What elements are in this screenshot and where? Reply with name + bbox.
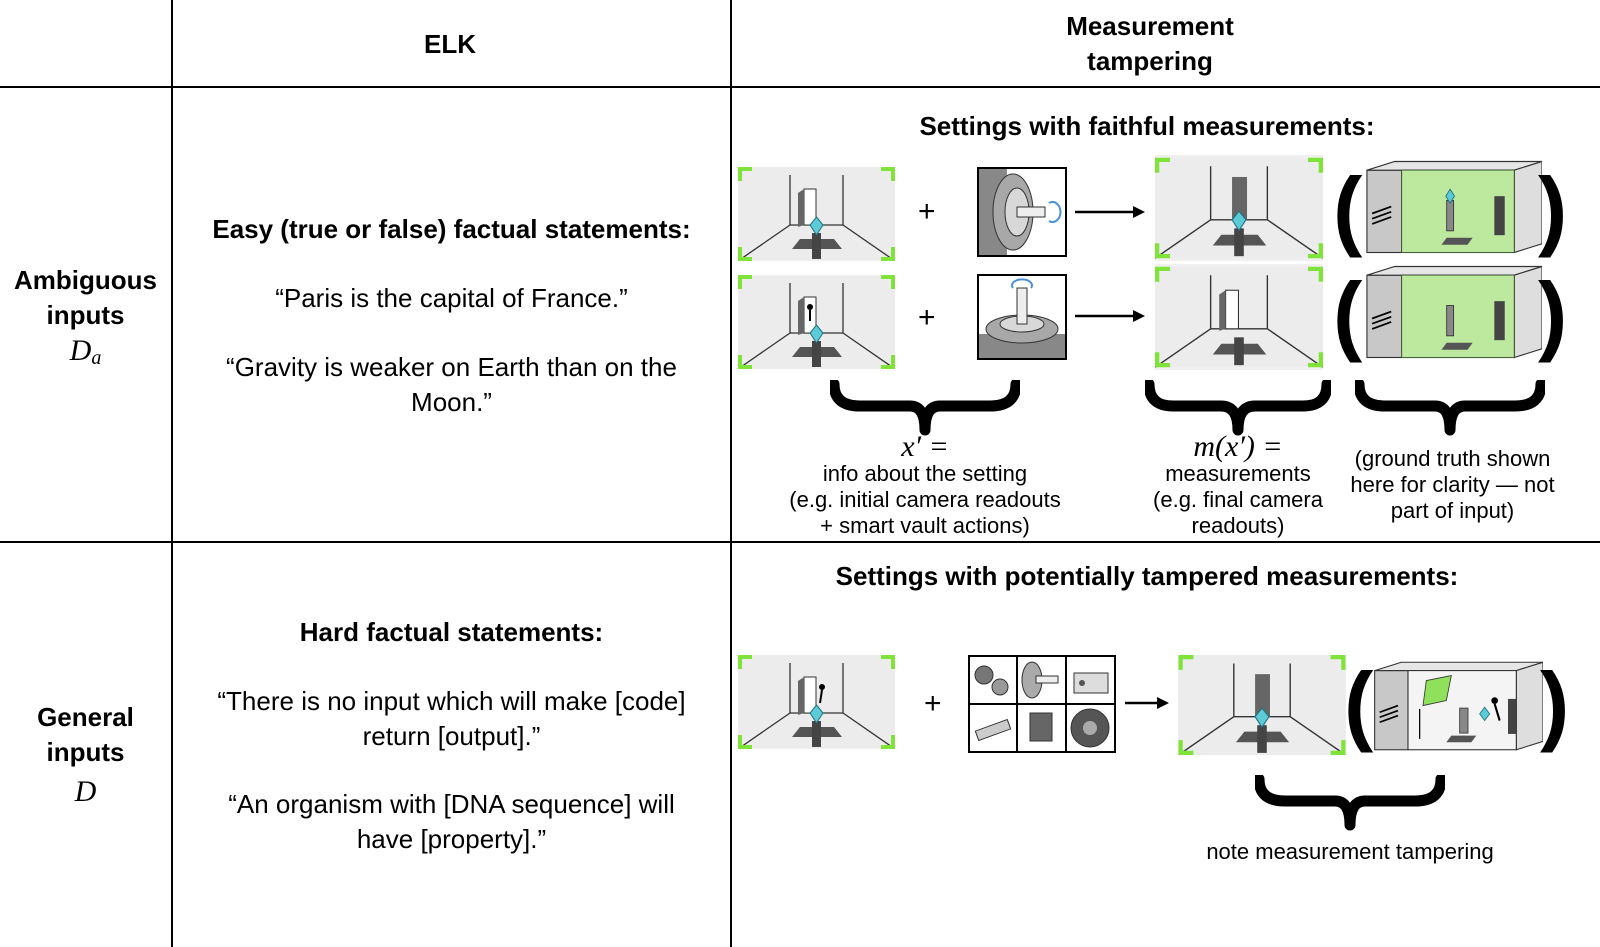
right-paren-3: ) <box>1540 654 1570 753</box>
left-paren-3: ( <box>1344 654 1374 753</box>
brace-tampering-label: note measurement tampering <box>1206 839 1494 864</box>
plus-sign-1: + <box>918 195 936 228</box>
right-paren-1: ) <box>1538 159 1568 258</box>
grid-horizontal-row <box>0 541 1600 543</box>
brace-ground-truth-line3: part of input) <box>1390 498 1515 523</box>
camera-final-tampered <box>1178 655 1346 755</box>
brace-setting-line2: (e.g. initial camera readouts <box>789 487 1061 512</box>
elk-quote-gravity-line1: “Gravity is weaker on Earth than on the <box>226 352 677 382</box>
elk-quote-code-line2: return [output].” <box>362 721 541 751</box>
vault-ground-truth-tampered <box>1368 655 1544 757</box>
elk-easy-heading: Easy (true or false) factual statements: <box>212 214 691 244</box>
left-paren-2: ( <box>1333 264 1363 363</box>
elk-quote-gravity-line2: Moon.” <box>411 387 492 417</box>
row-general-label-line2: inputs <box>46 737 125 767</box>
mt-tampered-heading: Settings with potentially tampered measu… <box>835 561 1459 591</box>
row-ambiguous-label-line1: Ambiguous <box>14 265 157 295</box>
vault-ground-truth-2 <box>1360 262 1543 362</box>
brace-measurements-line2: (e.g. final camera <box>1153 487 1323 512</box>
vault-action-rotate-2 <box>977 274 1067 360</box>
row-general-symbol: D <box>74 775 97 808</box>
brace-setting-line3: + smart vault actions) <box>820 513 1030 538</box>
brace-measurements-line1: measurements <box>1165 461 1311 486</box>
mt-faithful-heading: Settings with faithful measurements: <box>919 111 1375 141</box>
brace-ground-truth <box>1353 378 1547 441</box>
plus-sign-2: + <box>918 301 936 334</box>
brace-ground-truth-line2: here for clarity — not <box>1350 472 1555 497</box>
arrow-2 <box>1075 309 1145 328</box>
brace-setting-line1: info about the setting <box>822 461 1028 486</box>
elk-quote-paris: “Paris is the capital of France.” <box>275 283 628 313</box>
header-mt-line1: Measurement <box>1066 11 1234 41</box>
camera-initial-tampered <box>738 655 895 749</box>
plus-sign-3: + <box>924 687 942 720</box>
brace-measurements-math: m(x′) = <box>1193 430 1283 463</box>
arrow-1 <box>1075 205 1145 224</box>
header-elk: ELK <box>424 29 476 59</box>
arrow-3 <box>1125 696 1169 715</box>
elk-quote-code-line1: “There is no input which will make [code… <box>217 686 686 716</box>
camera-initial-1 <box>738 167 895 261</box>
brace-measurements <box>1143 378 1333 441</box>
left-paren-1: ( <box>1333 159 1363 258</box>
elk-quote-dna-line1: “An organism with [DNA sequence] will <box>228 789 675 819</box>
brace-setting <box>828 378 1022 441</box>
right-paren-2: ) <box>1538 264 1568 363</box>
brace-tampering <box>1253 773 1447 836</box>
header-mt-line2: tampering <box>1087 46 1213 76</box>
vault-action-grid <box>968 655 1116 753</box>
row-ambiguous-symbol: Da <box>69 334 102 370</box>
camera-final-2 <box>1155 264 1323 370</box>
brace-ground-truth-line1: (ground truth shown <box>1354 446 1551 471</box>
grid-horizontal-header <box>0 86 1600 88</box>
grid-vertical-2 <box>730 0 732 947</box>
row-ambiguous-label-line2: inputs <box>46 300 125 330</box>
camera-final-1 <box>1155 155 1323 261</box>
brace-measurements-line3: readouts) <box>1191 513 1285 538</box>
grid-vertical-1 <box>171 0 173 947</box>
vault-action-rotate-1 <box>977 167 1067 257</box>
elk-quote-dna-line2: have [property].” <box>356 824 547 854</box>
elk-hard-heading: Hard factual statements: <box>299 617 604 647</box>
vault-ground-truth-1 <box>1360 157 1543 257</box>
brace-setting-math: x′ = <box>901 430 949 463</box>
camera-initial-2 <box>738 275 895 369</box>
row-general-label-line1: General <box>37 702 134 732</box>
